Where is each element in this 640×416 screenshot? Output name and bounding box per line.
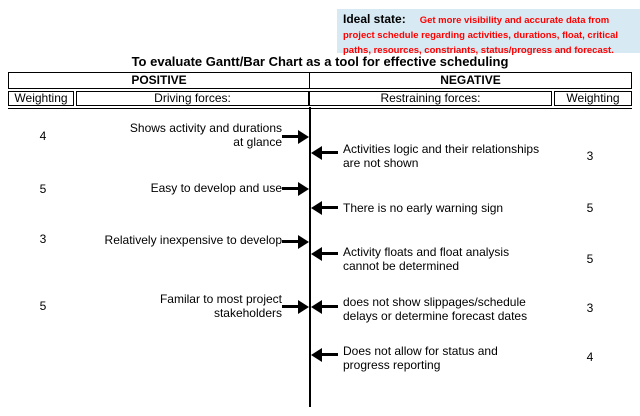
arrow-right-icon	[282, 235, 309, 249]
restraining-weight: 5	[586, 252, 594, 266]
ideal-state-box: Ideal state:Get more visibility and accu…	[337, 9, 640, 56]
arrow-right-icon	[282, 182, 309, 196]
driving-weight: 5	[39, 299, 47, 313]
header-driving-forces: Driving forces:	[76, 91, 309, 106]
driving-force-text: Shows activity and durations at glance	[129, 121, 282, 149]
header-weighting-right: Weighting	[554, 91, 632, 106]
driving-force-text: Familar to most project stakeholders	[159, 292, 282, 320]
header-bottom-divider	[8, 108, 632, 109]
arrow-right-icon	[282, 300, 309, 314]
arrow-left-icon	[311, 300, 338, 314]
restraining-weight: 3	[586, 301, 594, 315]
restraining-weight: 4	[586, 350, 594, 364]
header-positive: POSITIVE	[8, 72, 310, 89]
ideal-state-text: Get more visibility and accurate data fr…	[343, 15, 619, 56]
ideal-state-label: Ideal state:	[343, 12, 406, 26]
restraining-force-text: Activities logic and their relationships…	[343, 142, 540, 170]
restraining-force-text: Does not allow for status and progress r…	[343, 344, 498, 372]
restraining-force-text: Activity floats and float analysis canno…	[343, 245, 510, 273]
arrow-left-icon	[311, 146, 338, 160]
driving-weight: 4	[39, 129, 47, 143]
restraining-force-text: There is no early warning sign	[343, 201, 504, 215]
restraining-weight: 5	[586, 201, 594, 215]
arrow-right-icon	[282, 130, 309, 144]
arrow-left-icon	[311, 348, 338, 362]
header-restraining-forces: Restraining forces:	[309, 91, 552, 106]
page-title: To evaluate Gantt/Bar Chart as a tool fo…	[131, 54, 509, 69]
driving-force-text: Easy to develop and use	[150, 181, 282, 195]
arrow-left-icon	[311, 247, 338, 261]
driving-force-text: Relatively inexpensive to develop	[104, 233, 282, 247]
center-force-line	[309, 107, 311, 407]
driving-weight: 3	[39, 232, 47, 246]
header-weighting-left: Weighting	[8, 91, 74, 106]
arrow-left-icon	[311, 201, 338, 215]
driving-weight: 5	[39, 182, 47, 196]
restraining-force-text: does not show slippages/schedule delays …	[343, 295, 528, 323]
restraining-weight: 3	[586, 149, 594, 163]
header-negative: NEGATIVE	[309, 72, 632, 89]
